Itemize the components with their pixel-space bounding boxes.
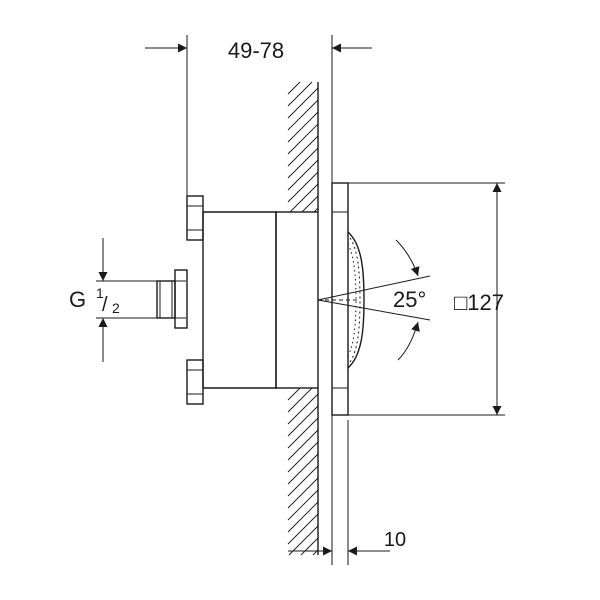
thread-fraction-slash: / xyxy=(102,294,108,316)
hatch-line xyxy=(288,525,319,556)
angle-arc-bottom xyxy=(397,321,420,361)
hatch-line xyxy=(287,477,319,509)
hatch-line xyxy=(287,453,319,485)
hatch-line xyxy=(289,183,319,213)
hatch-line xyxy=(300,537,319,556)
hatch-line xyxy=(287,123,319,155)
hatch-line xyxy=(287,159,319,191)
spray-angle-label: 25° xyxy=(393,287,426,312)
hatch-line xyxy=(287,81,313,107)
hatch-line xyxy=(287,489,319,521)
thread-fraction-denominator: 2 xyxy=(112,300,120,316)
hatch-line xyxy=(287,87,319,119)
angle-arc-top xyxy=(395,239,420,277)
cover-plate xyxy=(331,182,349,416)
spray-nozzle xyxy=(347,231,365,369)
plate-size-label: □127 xyxy=(454,290,504,315)
hatch-line xyxy=(301,195,319,213)
projection-label: 10 xyxy=(384,529,406,551)
hatch-line xyxy=(287,429,319,461)
wall-face xyxy=(317,82,333,555)
hatch-line xyxy=(287,147,319,179)
hatch-line xyxy=(287,393,319,425)
hatch-line xyxy=(287,111,319,143)
hatch-line xyxy=(287,135,319,167)
valve-body xyxy=(156,195,319,405)
hatch-line xyxy=(287,387,313,413)
thread-label: G xyxy=(69,287,86,312)
depth-range-label: 49-78 xyxy=(228,38,284,63)
hatch-line xyxy=(287,387,301,401)
hatch-line xyxy=(287,81,301,95)
spray-angle-lines xyxy=(317,275,431,321)
hatch-line xyxy=(287,441,319,473)
hatch-line xyxy=(287,513,319,545)
hatch-line xyxy=(287,99,319,131)
hatch-line xyxy=(287,465,319,497)
hatch-line xyxy=(287,417,319,449)
wall-hatching xyxy=(287,81,319,556)
hatch-line xyxy=(287,405,319,437)
thread-fraction-numerator: 1 xyxy=(96,285,104,301)
hatch-line xyxy=(287,171,319,203)
hatch-line xyxy=(287,501,319,533)
